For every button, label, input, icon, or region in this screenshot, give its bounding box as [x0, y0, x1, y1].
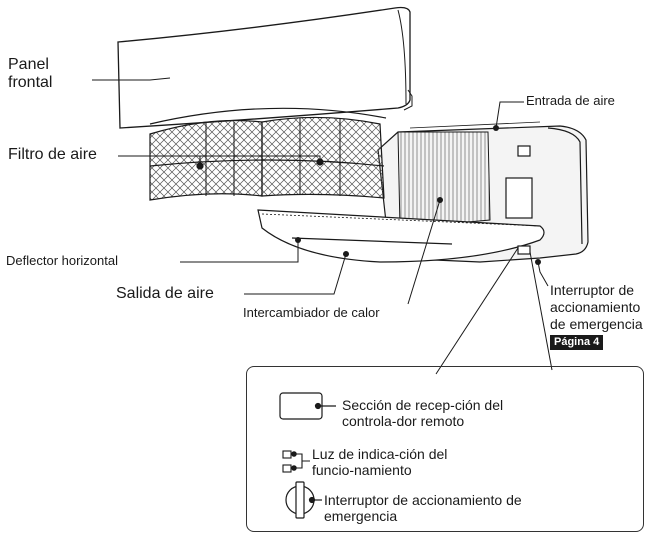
horizontal-deflector-label: Deflector horizontal	[6, 253, 118, 268]
front-panel-label-line2: frontal	[8, 74, 53, 92]
emergency-description-line2: emergencia	[324, 508, 398, 525]
air-inlet-label: Entrada de aire	[526, 93, 615, 108]
receiver-description-line1: Sección de recep-ción del	[342, 397, 504, 413]
page-reference-badge: Página 4	[550, 335, 604, 350]
indicator-description: Luz de indica-ción del funcio-namiento	[312, 446, 447, 478]
front-panel-illustration	[117, 6, 413, 129]
leader-air-inlet	[495, 101, 524, 129]
emergency-switch-label-line1: Interruptor de	[550, 282, 635, 298]
emergency-description-line1: Interruptor de accionamiento de	[324, 492, 522, 508]
air-filter-illustration	[149, 107, 387, 201]
callout-left	[435, 247, 519, 375]
indicator-description-line2: funcio-namiento	[312, 462, 412, 479]
leader-air-outlet	[244, 253, 347, 295]
emergency-switch-label-line3: de emergencia	[550, 316, 643, 332]
leader-dots	[295, 125, 541, 265]
leader-deflector	[180, 240, 299, 263]
emergency-description: Interruptor de accionamiento de emergenc…	[324, 492, 522, 524]
indicator-light-icon	[282, 450, 310, 473]
leader-emergency-switch	[537, 261, 549, 287]
leader-front-panel	[92, 77, 171, 81]
callout-right	[529, 251, 553, 371]
receiver-description-line2: controla-dor remoto	[342, 413, 465, 430]
receiver-description: Sección de recep-ción del controla-dor r…	[342, 397, 503, 429]
leader-heat-exchanger	[407, 199, 441, 305]
heat-exchanger-label: Intercambiador de calor	[243, 305, 380, 320]
detail-callout-box	[246, 366, 644, 532]
receiver-icon	[279, 392, 336, 420]
indicator-description-line1: Luz de indica-ción del	[312, 446, 448, 462]
front-panel-label: Panel frontal	[8, 56, 52, 93]
emergency-switch-label: Interruptor de accionamiento de emergenc…	[550, 282, 643, 333]
emergency-switch-label-line2: accionamiento	[550, 299, 641, 315]
indoor-unit-illustration	[257, 121, 589, 263]
air-filter-label: Filtro de aire	[8, 146, 97, 163]
leader-lines	[92, 77, 553, 375]
air-outlet-label: Salida de aire	[116, 285, 214, 302]
emergency-switch-icon	[285, 481, 322, 519]
front-panel-label-line1: Panel	[8, 56, 49, 73]
